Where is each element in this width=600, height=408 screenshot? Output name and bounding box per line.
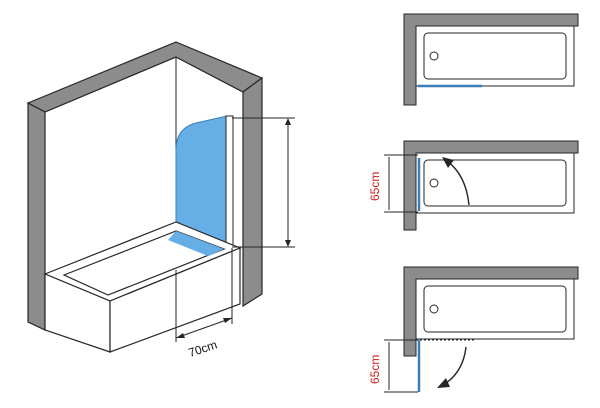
plan-in-drain <box>429 178 439 188</box>
width-label: 70cm <box>187 337 219 359</box>
plan-out-tub-inner <box>423 285 567 333</box>
plan-in-height-label: 65cm <box>368 172 382 201</box>
plan-swing-out: 65cm <box>368 266 579 393</box>
plan-out-arrow-head <box>437 378 450 388</box>
plan-swing-in: 65cm <box>368 140 579 231</box>
wall-profile <box>225 115 234 249</box>
plan-closed-tub-inner <box>423 32 567 80</box>
left-wall-column <box>27 102 46 331</box>
plan-out-drain <box>429 304 439 314</box>
plan-out-height-label: 65cm <box>368 355 382 384</box>
plan-out-tub-outer <box>415 278 575 340</box>
left-wall-cap <box>26 41 264 113</box>
plan-in-arrow-head <box>442 157 454 168</box>
plan-in-tub-inner <box>423 159 567 207</box>
plan-out-dimension <box>384 339 418 393</box>
plan-closed-drain <box>429 51 439 61</box>
plan-in-dimension <box>384 154 418 213</box>
width-dimension <box>175 248 233 342</box>
perspective-view: 70cm <box>26 41 295 360</box>
right-wall-column <box>242 76 263 308</box>
bathtub <box>43 221 242 353</box>
height-dimension <box>232 117 295 248</box>
plan-closed <box>403 13 579 106</box>
plan-closed-tub-outer <box>415 25 575 87</box>
plan-in-tub-outer <box>415 152 575 214</box>
